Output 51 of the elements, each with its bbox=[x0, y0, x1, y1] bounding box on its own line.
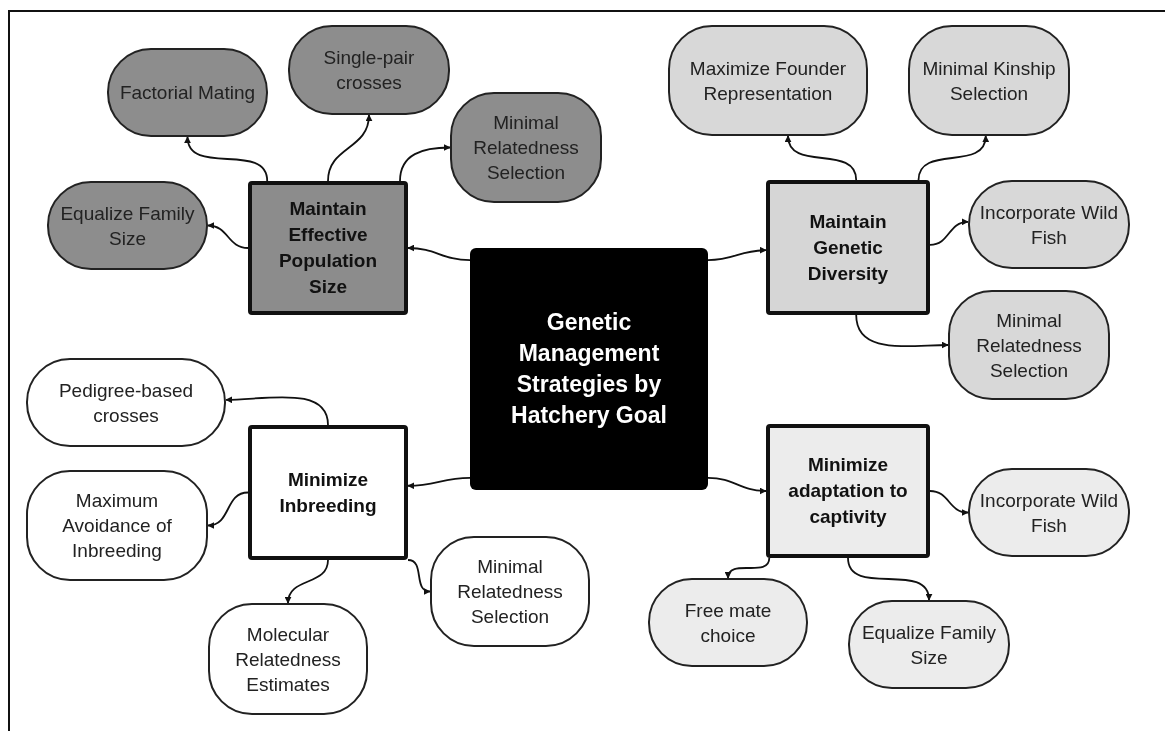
arrow bbox=[725, 557, 771, 579]
goal-box bbox=[248, 181, 408, 315]
node-label: Maintain Genetic Diversity bbox=[806, 209, 890, 286]
strategy-pill bbox=[208, 603, 368, 715]
node-label: Minimize adaptation to captivity bbox=[787, 453, 909, 529]
node-label: Maximum Avoidance of Inbreeding bbox=[61, 489, 173, 563]
arrow bbox=[207, 222, 249, 249]
central-box bbox=[470, 248, 708, 490]
arrow bbox=[207, 491, 249, 529]
strategy-pill bbox=[430, 536, 590, 647]
node-label: Maintain Effective Population Size bbox=[277, 197, 379, 299]
arrow bbox=[407, 477, 471, 490]
goal-box bbox=[766, 424, 930, 558]
arrow bbox=[917, 135, 989, 181]
strategy-pill bbox=[668, 25, 868, 136]
goal-box bbox=[248, 425, 408, 560]
arrow bbox=[707, 477, 767, 495]
arrow bbox=[785, 135, 858, 181]
node-label: Equalize Family Size bbox=[59, 201, 196, 251]
arrow bbox=[855, 314, 949, 349]
strategy-pill bbox=[908, 25, 1070, 136]
node-label: Minimal Relatedness Selection bbox=[456, 555, 564, 629]
node-label: Molecular Relatedness Estimates bbox=[234, 622, 342, 697]
arrow bbox=[185, 136, 269, 182]
arrow bbox=[929, 218, 969, 246]
node-label: Equalize Family Size bbox=[860, 620, 998, 670]
node-label: Single-pair crosses bbox=[322, 46, 416, 95]
goal-box bbox=[766, 180, 930, 315]
node-label: Minimize Inbreeding bbox=[278, 467, 378, 518]
arrow bbox=[225, 396, 329, 426]
node-label: Genetic Management Strategies by Hatchery Goal bbox=[510, 308, 668, 430]
arrow bbox=[407, 244, 471, 261]
arrow bbox=[285, 559, 329, 604]
node-label: Maximize Founder Representation bbox=[688, 56, 848, 106]
node-label: Minimal Relatedness Selection bbox=[472, 111, 580, 185]
node-label: Free mate choice bbox=[683, 598, 773, 648]
arrow bbox=[847, 557, 932, 601]
arrow bbox=[929, 490, 969, 516]
arrow bbox=[399, 144, 451, 182]
node-label: Minimal Kinship Selection bbox=[921, 56, 1057, 106]
node-label: Minimal Relatedness Selection bbox=[975, 308, 1083, 383]
arrow bbox=[407, 559, 431, 594]
strategy-pill bbox=[450, 92, 602, 203]
node-label: Factorial Mating bbox=[119, 81, 256, 105]
strategy-pill bbox=[948, 290, 1110, 400]
node-label: Incorporate Wild Fish bbox=[978, 200, 1120, 250]
node-label: Pedigree-based crosses bbox=[57, 378, 195, 428]
strategy-pill bbox=[26, 470, 208, 581]
arrow bbox=[327, 114, 372, 182]
node-label: Incorporate Wild Fish bbox=[978, 488, 1120, 538]
arrow bbox=[707, 246, 767, 261]
